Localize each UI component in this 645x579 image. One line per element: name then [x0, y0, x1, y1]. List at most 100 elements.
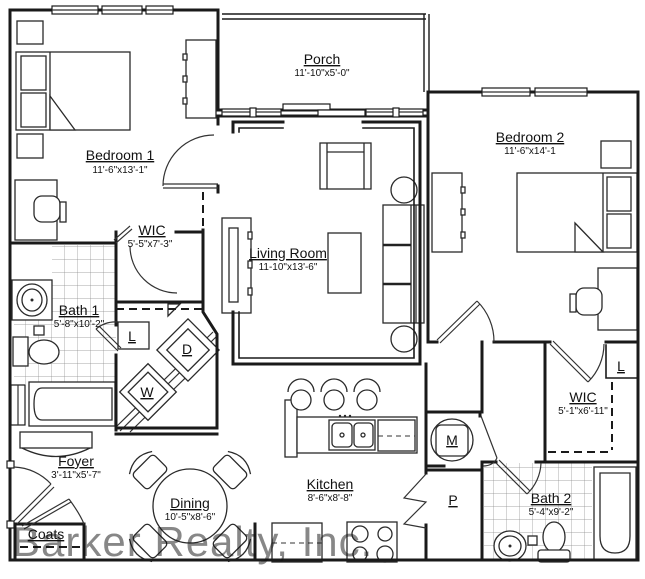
svg-text:5'-1"x6'-11": 5'-1"x6'-11"	[558, 406, 608, 417]
bathtub	[28, 381, 116, 427]
kitchen-fixtures	[271, 378, 418, 563]
mechanical-label: M	[446, 432, 458, 448]
living-room-inner-wall-line	[238, 127, 415, 359]
dresser	[182, 39, 217, 119]
end-table	[390, 325, 418, 353]
mechanical-closet-door	[480, 415, 498, 467]
wic1-door	[113, 225, 178, 294]
dryer-label: D	[182, 341, 192, 357]
svg-text:5'-8"x10'-2": 5'-8"x10'-2"	[54, 319, 105, 330]
dining-furniture	[128, 450, 252, 563]
desk	[597, 267, 638, 331]
interior-walls	[8, 90, 640, 562]
svg-text:11'-6"x13'-1": 11'-6"x13'-1"	[92, 165, 148, 176]
room-label-wic1: WIC 5'-5"x7'-3"	[128, 222, 173, 250]
room-label-bath1: Bath 1 5'-8"x10'-2"	[54, 302, 105, 330]
room-label-foyer: Foyer 3'-11"x5'-7"	[51, 453, 101, 481]
room-label-bath2: Bath 2 5'-4"x9'-2"	[529, 490, 574, 518]
room-label-wic2: WIC 5'-1"x6'-11"	[558, 389, 608, 417]
svg-text:Kitchen: Kitchen	[307, 476, 354, 492]
svg-text:3'-11"x5'-7": 3'-11"x5'-7"	[51, 470, 101, 481]
linen2-label: L	[617, 358, 625, 374]
laundry-closet	[115, 303, 221, 433]
stove	[346, 521, 398, 563]
washer-label: W	[140, 384, 154, 400]
water-heater	[430, 418, 474, 462]
desk-chair	[33, 195, 67, 223]
windows	[10, 5, 588, 426]
bedroom2-furniture	[431, 140, 638, 331]
svg-text:WIC: WIC	[138, 222, 165, 238]
foyer-furniture	[19, 431, 93, 458]
bath2-fixtures	[493, 466, 637, 563]
room-label-bedroom2: Bedroom 2 11'-6"x14'-1	[496, 129, 565, 157]
svg-text:11-10"x13'-6": 11-10"x13'-6"	[259, 262, 318, 273]
bedroom2-door	[436, 300, 495, 344]
nightstand	[16, 133, 44, 159]
doors	[6, 103, 605, 530]
sofa	[382, 204, 425, 324]
dining-chair	[128, 450, 168, 490]
svg-text:11'-6"x14'-1: 11'-6"x14'-1	[504, 146, 556, 157]
svg-text:Bath 1: Bath 1	[59, 302, 100, 318]
wic2-door	[549, 340, 605, 383]
svg-text:Coats: Coats	[28, 526, 65, 542]
dashed-wall-lines	[20, 192, 613, 548]
bed	[516, 172, 638, 253]
svg-text:5'-5"x7'-3": 5'-5"x7'-3"	[128, 239, 173, 250]
svg-text:Bedroom 2: Bedroom 2	[496, 129, 565, 145]
dishwasher	[377, 419, 416, 452]
armchair	[319, 142, 372, 190]
coffee-table	[327, 232, 362, 294]
entry-door	[6, 460, 55, 529]
toilet	[12, 336, 60, 367]
sink	[16, 283, 48, 317]
svg-text:Bath 2: Bath 2	[531, 490, 572, 506]
end-table	[390, 176, 418, 204]
porch-sliding-door	[282, 103, 366, 117]
bath1-door	[95, 321, 122, 352]
tv-entertainment-center	[221, 217, 253, 314]
svg-text:8'-6"x8'-8": 8'-6"x8'-8"	[308, 493, 353, 504]
room-label-bedroom1: Bedroom 1 11'-6"x13'-1"	[86, 147, 155, 176]
bath1-fixtures	[11, 279, 116, 427]
bar-stools	[287, 378, 381, 411]
double-sink	[328, 414, 376, 451]
coats-door	[21, 498, 85, 530]
svg-text:Foyer: Foyer	[58, 453, 94, 469]
refrigerator	[271, 522, 323, 563]
desk-chair	[569, 287, 603, 316]
bedroom1-door	[162, 134, 218, 189]
dresser	[431, 172, 466, 253]
bed	[15, 51, 131, 131]
faucet	[527, 535, 538, 546]
watermark-text: Barker Realty, Inc.	[12, 518, 373, 565]
bedroom1-furniture	[14, 20, 217, 241]
nightstand	[600, 140, 632, 169]
room-label-dining: Dining 10'-5"x8'-6"	[165, 495, 216, 523]
svg-text:10'-5"x8'-6": 10'-5"x8'-6"	[165, 512, 216, 523]
dining-chair	[212, 450, 252, 490]
room-label-porch: Porch 11'-10"x5'-0"	[294, 51, 350, 79]
console-table	[19, 431, 93, 449]
porch-railing	[222, 13, 430, 92]
svg-text:Porch: Porch	[304, 51, 341, 67]
pantry-bifold-door	[402, 473, 428, 529]
linen1-label: L	[128, 328, 136, 344]
sink	[493, 530, 527, 562]
room-label-coats: Coats	[28, 526, 65, 542]
dryer	[155, 317, 221, 383]
room-label-living-room: Living Room 11-10"x13'-6"	[249, 245, 327, 273]
nightstand	[16, 20, 44, 45]
bath2-door	[495, 459, 542, 495]
svg-text:11'-10"x5'-0": 11'-10"x5'-0"	[294, 68, 350, 79]
svg-text:5'-4"x9'-2": 5'-4"x9'-2"	[529, 507, 574, 518]
wic2-linen-shelf	[605, 344, 639, 379]
faucet	[33, 325, 45, 336]
linen1-closet	[117, 321, 150, 350]
room-label-kitchen: Kitchen 8'-6"x8'-8"	[307, 476, 354, 504]
svg-text:WIC: WIC	[569, 389, 596, 405]
svg-text:Living Room: Living Room	[249, 245, 327, 261]
